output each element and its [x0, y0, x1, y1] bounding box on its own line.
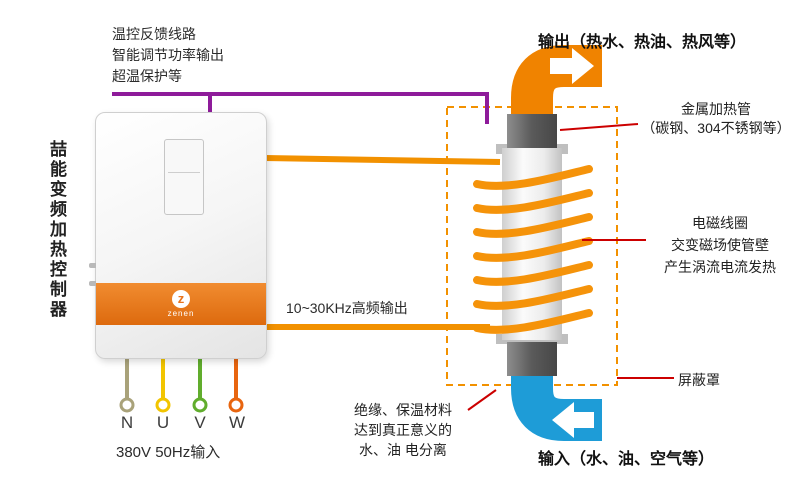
lug-v [192, 397, 208, 413]
controller-display [164, 139, 204, 215]
pointer-insulation [467, 389, 497, 411]
insulation-label-line2: 达到真正意义的 [354, 422, 452, 438]
input-label: 输入（水、油、空气等） [538, 451, 715, 468]
terminal-letter-n: N [120, 413, 134, 432]
brand-name: zenen [167, 309, 195, 318]
insulation-label: 绝缘、保温材料 达到真正意义的 水、油 电分离 [330, 400, 476, 460]
coil-label-line1: 电磁线圈 [692, 215, 748, 231]
metal-tube-label: 金属加热管 （碳钢、304不锈钢等） [636, 100, 796, 138]
feedback-note: 温控反馈线路 智能调节功率输出 超温保护等 [112, 24, 224, 87]
brand-logo-icon: z [172, 290, 190, 308]
insulation-label-line1: 绝缘、保温材料 [354, 402, 452, 418]
feedback-note-line2: 智能调节功率输出 [112, 47, 224, 63]
terminal-lugs [119, 397, 244, 413]
left-title: 喆能变频加热控制器 [47, 140, 66, 320]
terminal-wires [125, 357, 238, 400]
output-arrow-icon [550, 48, 594, 84]
controller-unit: z zenen [89, 112, 267, 359]
coil-label-line3: 产生涡流电流发热 [664, 259, 776, 275]
pointer-lines [467, 123, 674, 411]
coil-label: 电磁线圈 交变磁场使管壁 产生涡流电流发热 [642, 212, 798, 278]
tube-cap-bottom [507, 342, 557, 376]
power-input-label: 380V 50Hz输入 [116, 444, 221, 461]
feedback-note-line3: 超温保护等 [112, 68, 182, 84]
input-arrow-icon [552, 402, 594, 438]
terminal-letter-v: V [194, 413, 206, 432]
shield-label: 屏蔽罩 [678, 372, 720, 388]
output-label: 输出（热水、热油、热风等） [538, 34, 747, 51]
pointer-metal-tube [559, 123, 639, 131]
feedback-note-line1: 温控反馈线路 [112, 26, 196, 42]
insulation-label-line3: 水、油 电分离 [359, 442, 447, 458]
coil-label-line2: 交变磁场使管壁 [671, 237, 769, 253]
lug-w [228, 397, 244, 413]
lug-u [155, 397, 171, 413]
mounting-clip [89, 281, 96, 286]
tube-cap-top [507, 114, 557, 148]
hf-output-label: 10~30KHz高频输出 [286, 300, 408, 316]
mounting-clip [89, 263, 96, 268]
terminal-letter-w: W [229, 413, 246, 432]
feedback-line [112, 92, 489, 124]
metal-tube-label-line2: （碳钢、304不锈钢等） [641, 120, 791, 136]
brand-band: z zenen [96, 283, 266, 325]
hf-line-top [264, 155, 501, 165]
terminal-letter-u: U [156, 413, 170, 432]
metal-tube-label-line1: 金属加热管 [681, 101, 751, 117]
lug-n [119, 397, 135, 413]
